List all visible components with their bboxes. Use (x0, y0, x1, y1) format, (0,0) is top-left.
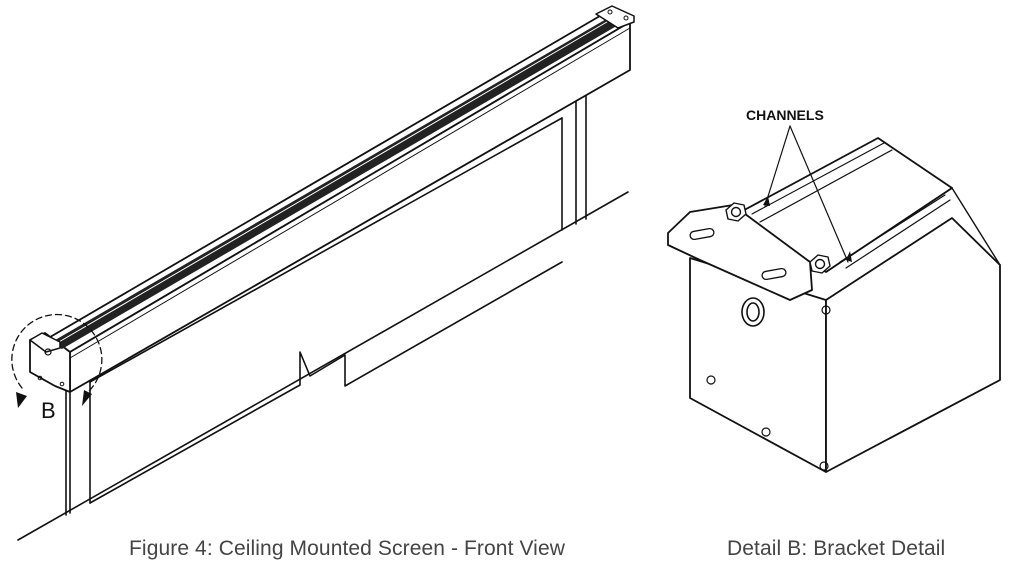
bracket-detail: CHANNELS (667, 107, 1001, 473)
bracket-slot (761, 267, 787, 281)
ceiling-mounted-screen: B (11, 5, 635, 541)
mounting-bracket (667, 204, 813, 301)
arrow-down-left-icon (16, 392, 27, 408)
detail-b-caption: Detail B: Bracket Detail (727, 537, 946, 560)
housing-side (825, 217, 1001, 473)
figure-4-caption: Figure 4: Ceiling Mounted Screen - Front… (129, 537, 565, 560)
detail-b-marker: B (11, 313, 103, 423)
screen-frame (65, 87, 587, 516)
detail-label: B (41, 398, 56, 423)
hex-nut (809, 254, 831, 274)
bracket-slot (689, 227, 715, 241)
port-opening (741, 297, 765, 327)
ceiling-line (17, 191, 629, 541)
hex-nut (725, 202, 747, 222)
channels-leader (763, 125, 852, 263)
roller-case (29, 5, 635, 393)
arrow-down-right-icon (82, 390, 92, 406)
housing-screws (706, 305, 831, 471)
channels-label: CHANNELS (746, 107, 824, 123)
